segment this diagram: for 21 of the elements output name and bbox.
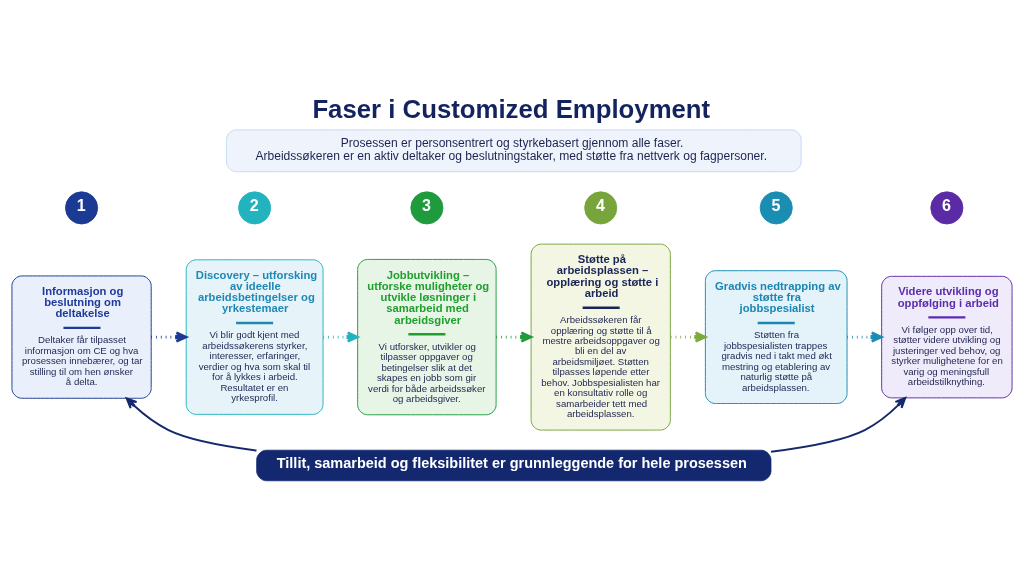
arrow bbox=[770, 396, 907, 453]
node-circle: 2 bbox=[238, 191, 272, 225]
node-box: Discovery – utforsking av ideelle arbeidsbetingelser og yrkestemaer Vi blir godt kjent med arbeidssøkerens styrker, interesser, erfaringer, verdier og hva som skal til for å lykkes i arbeid. Resultatet er en yrkesprofil. bbox=[185, 259, 324, 415]
node-circle: 3 bbox=[410, 191, 444, 225]
node-box: Gradvis nedtrapping av støtte fra jobbspesialist Støtten fra jobbspesialisten trappes gradvis ned i takt med økt mestring og etablering av naturlig støtte på arbeidsplassen. bbox=[704, 270, 848, 404]
node-circle: 5 bbox=[759, 191, 793, 225]
node-box: Prosessen er personsentrert og styrkebasert gjennom alle faser. Arbeidssøkeren er en aktiv deltaker og beslutningstaker, med støtte fra nettverk og fagpersoner. bbox=[226, 129, 802, 173]
arrow bbox=[151, 331, 188, 343]
node-box: Tillit, samarbeid og fleksibilitet er grunnleggende for hele prosessen bbox=[256, 449, 772, 482]
arrow bbox=[323, 331, 359, 343]
diagram-title: Faser i Customized Employment bbox=[312, 95, 711, 124]
arrow bbox=[847, 331, 883, 343]
node-box: Videre utvikling og oppfølging i arbeid Vi følger opp over tid, støtter videre utvikling og justeringer ved behov, og styrker mulighetene for en varig og meningsfull arbeidstilknything. bbox=[881, 275, 1013, 399]
node-box: Informasjon og beslutning om deltakelse Deltaker får tilpasset informasjon om CE og hva prosessen innebærer, og tar stilling til om hen ønsker å delta. bbox=[11, 275, 152, 399]
node-box: Støtte på arbeidsplassen – opplæring og støtte i arbeid Arbeidssøkeren får opplæring og støtte til å mestre arbeidsoppgaver og bli en del av arbeidsmiljøet. Støtten tilpasses løpende etter behov. Jobbspesialisten har en konsultativ rolle og samarbeider tett med arbeidsplassen. bbox=[530, 243, 671, 431]
node-box: Jobbutvikling – utforske muligheter og utvikle løsninger i samarbeid med arbeidsgiver Vi utforsker, utvikler og tilpasser oppgaver og betingelser slik at det skapes en jobb som gir verdi for både arbeidssøker og arbeidsgiver. bbox=[357, 258, 497, 416]
arrow bbox=[125, 397, 258, 452]
arrow bbox=[496, 331, 533, 343]
node-circle: 6 bbox=[930, 191, 964, 225]
node-circle: 4 bbox=[584, 191, 618, 225]
node-circle: 1 bbox=[65, 191, 99, 225]
